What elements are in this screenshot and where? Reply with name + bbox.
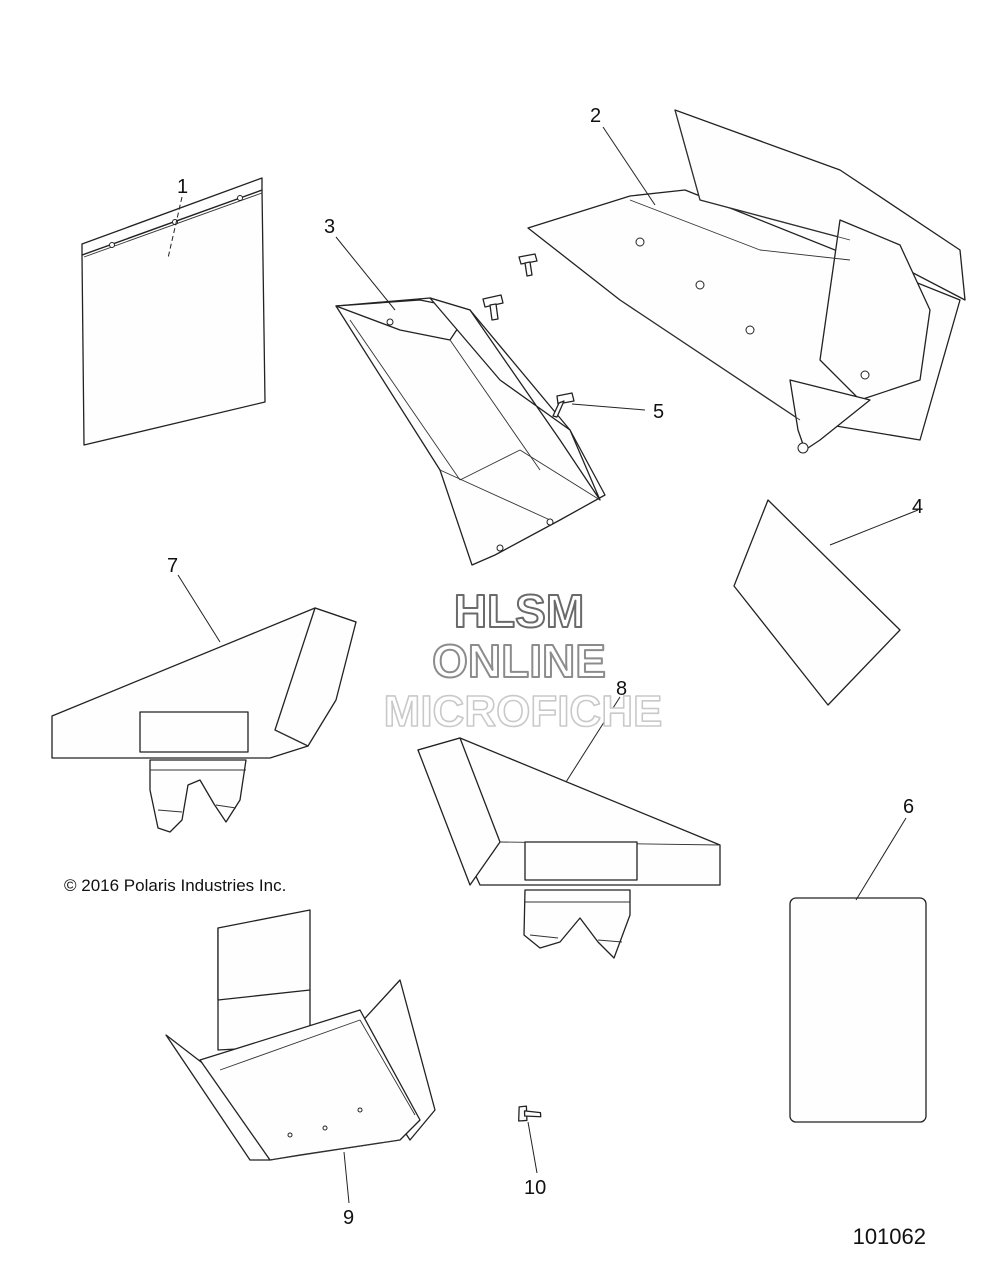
- part-1-flap: [81, 177, 266, 446]
- callout-labels: 1 2 3 4 5 6 7 8 9 10: [167, 105, 923, 1229]
- callout-2: 2: [590, 105, 601, 127]
- part-9-floor-tray: [165, 909, 436, 1161]
- part-6-pad: [789, 897, 927, 1123]
- callout-6: 6: [903, 796, 914, 818]
- watermark-line-2: ONLINE: [432, 635, 606, 687]
- callout-4: 4: [912, 496, 923, 518]
- part-5-fasteners: [482, 253, 575, 1122]
- callout-9: 9: [343, 1207, 354, 1229]
- drawing-number: 101062: [853, 1224, 926, 1249]
- part-3-fender: [335, 297, 606, 566]
- part-7-side-panel: [51, 607, 357, 833]
- part-8-side-panel: [417, 737, 721, 959]
- copyright-notice: © 2016 Polaris Industries Inc.: [64, 876, 286, 895]
- watermark-line-3: MICROFICHE: [384, 687, 663, 736]
- callout-7: 7: [167, 555, 178, 577]
- callout-8: 8: [616, 678, 627, 700]
- callout-1: 1: [177, 176, 188, 198]
- part-2-panel: [527, 109, 966, 454]
- callout-3: 3: [324, 216, 335, 238]
- part-4-plate: [733, 499, 901, 706]
- callout-10: 10: [524, 1177, 546, 1199]
- watermark: HLSM ONLINE MICROFICHE: [383, 584, 663, 737]
- callout-5: 5: [653, 401, 664, 423]
- watermark-line-1: HLSM: [454, 585, 584, 637]
- leader-lines: [167, 126, 919, 1204]
